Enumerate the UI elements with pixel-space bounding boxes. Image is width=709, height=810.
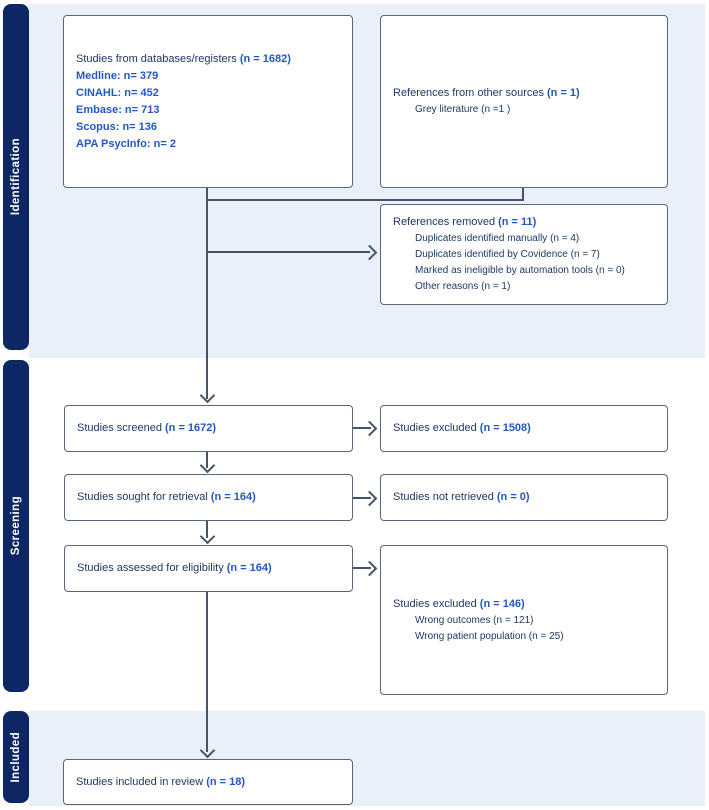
connector-assessed-to-included bbox=[206, 592, 208, 752]
screening-label: Screening bbox=[10, 496, 22, 556]
database-count-psycinfo: APA PsycInfo: n= 2 bbox=[76, 137, 176, 150]
box-sought-title: Studies sought for retrieval(n = 164) bbox=[77, 491, 256, 503]
removed-other-reasons: Other reasons (n = 1) bbox=[415, 281, 511, 292]
connector-databases-down bbox=[206, 187, 208, 399]
identification-label: Identification bbox=[10, 138, 22, 216]
box-databases: Studies from databases/registers(n = 168… bbox=[63, 15, 353, 188]
box-not-retrieved-title: Studies not retrieved(n = 0) bbox=[393, 491, 530, 503]
box-assessed: Studies assessed for eligibility(n = 164… bbox=[64, 545, 353, 592]
arrowhead-into-screened bbox=[199, 387, 216, 404]
box-excluded-eligibility-title: Studies excluded(n = 146) bbox=[393, 597, 525, 610]
connector-sought-to-assessed bbox=[206, 521, 208, 538]
arrowhead-into-sought bbox=[199, 457, 216, 474]
database-count-scopus: Scopus: n= 136 bbox=[76, 120, 158, 133]
excluded-wrong-outcomes: Wrong outcomes (n = 121) bbox=[415, 614, 534, 626]
box-references-removed: References removed(n = 11) Duplicates id… bbox=[380, 204, 668, 305]
box-databases-title: Studies from databases/registers(n = 168… bbox=[76, 52, 291, 65]
box-sought: Studies sought for retrieval(n = 164) bbox=[64, 474, 353, 521]
connector-screened-to-sought bbox=[206, 452, 208, 468]
connector-screened-to-excluded bbox=[352, 427, 371, 429]
box-included-title: Studies included in review(n = 18) bbox=[76, 775, 246, 788]
connector-to-references-removed bbox=[206, 251, 370, 253]
box-screened: Studies screened(n = 1672) bbox=[64, 405, 353, 452]
box-other-sources: References from other sources(n = 1) Gre… bbox=[380, 15, 668, 188]
box-screened-title: Studies screened(n = 1672) bbox=[77, 422, 217, 434]
database-count-cinahl: CINAHL: n= 452 bbox=[76, 86, 159, 99]
arrowhead-into-assessed bbox=[199, 528, 216, 545]
sidebar-screening: Screening bbox=[3, 360, 29, 692]
excluded-wrong-population: Wrong patient population (n = 25) bbox=[415, 630, 564, 642]
sidebar-identification: Identification bbox=[3, 4, 29, 350]
removed-automation-tools: Marked as ineligible by automation tools… bbox=[415, 265, 625, 276]
removed-duplicates-manual: Duplicates identified manually (n = 4) bbox=[415, 233, 580, 244]
box-excluded-screening-title: Studies excluded(n = 1508) bbox=[393, 422, 531, 434]
arrowhead-into-excluded-eligibility bbox=[361, 560, 378, 577]
connector-assessed-to-excluded bbox=[352, 567, 371, 569]
other-sources-grey-literature: Grey literature (n =1 ) bbox=[415, 104, 511, 115]
included-label: Included bbox=[10, 731, 22, 783]
box-assessed-title: Studies assessed for eligibility(n = 164… bbox=[77, 562, 272, 574]
sidebar-included: Included bbox=[3, 711, 29, 803]
database-count-embase: Embase: n= 713 bbox=[76, 103, 160, 116]
arrowhead-into-notretrieved bbox=[361, 490, 378, 507]
box-references-removed-title: References removed(n = 11) bbox=[393, 216, 537, 228]
box-excluded-screening: Studies excluded(n = 1508) bbox=[380, 405, 668, 452]
removed-duplicates-covidence: Duplicates identified by Covidence (n = … bbox=[415, 249, 600, 260]
connector-merge-horizontal bbox=[206, 199, 524, 201]
box-other-sources-title: References from other sources(n = 1) bbox=[393, 87, 580, 99]
box-not-retrieved: Studies not retrieved(n = 0) bbox=[380, 474, 668, 521]
database-count-medline: Medline: n= 379 bbox=[76, 69, 159, 82]
connector-sought-to-notretrieved bbox=[352, 497, 371, 499]
box-excluded-eligibility: Studies excluded(n = 146) Wrong outcomes… bbox=[380, 545, 668, 695]
box-included: Studies included in review(n = 18) bbox=[63, 759, 353, 805]
arrowhead-into-excluded-screening bbox=[361, 420, 378, 437]
connector-othersources-down bbox=[522, 187, 524, 201]
